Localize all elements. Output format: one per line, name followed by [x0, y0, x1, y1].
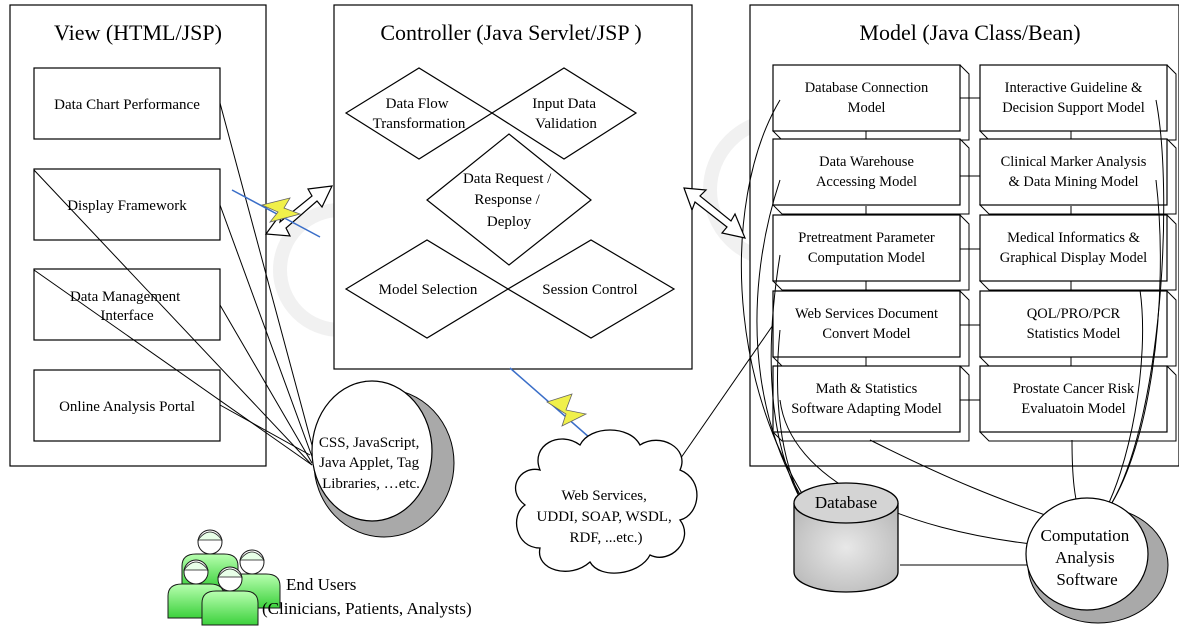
- web-services-label: Web Services, UDDI, SOAP, WSDL, RDF, ...…: [537, 488, 676, 546]
- computation-software-label: Computation Analysis Software: [1040, 526, 1133, 589]
- view-panel-title: View (HTML/JSP): [54, 20, 222, 45]
- model-panel-title: Model (Java Class/Bean): [859, 20, 1080, 45]
- controller-model-double-arrow: [683, 187, 746, 239]
- model-item[interactable]: Interactive Guideline &Decision Support …: [979, 64, 1177, 141]
- view-item-label: Display Framework: [67, 198, 187, 214]
- model-item-label: Clinical Marker Analysis& Data Mining Mo…: [1001, 154, 1147, 190]
- controller-item-label: Model Selection: [379, 282, 478, 298]
- connection-lines: [33, 99, 1165, 566]
- database-cylinder[interactable]: Database: [793, 482, 899, 593]
- model-item-label: Interactive Guideline &Decision Support …: [1002, 80, 1145, 116]
- lightning-view-controller: [231, 189, 321, 238]
- controller-item-label: Input Data Validation: [532, 96, 599, 132]
- controller-item-input-data-validation[interactable]: Input Data Validation: [490, 67, 638, 160]
- view-item-data-management-interface[interactable]: Data Management Interface: [33, 268, 221, 341]
- view-item-display-framework[interactable]: Display Framework: [33, 168, 221, 241]
- end-users-label: End Users (Clinicians, Patients, Analyst…: [262, 575, 472, 618]
- technologies-label: CSS, JavaScript, Java Applet, Tag Librar…: [319, 435, 423, 492]
- model-item[interactable]: Clinical Marker Analysis& Data Mining Mo…: [979, 138, 1177, 215]
- controller-item-label: Data Request / Response / Deploy: [463, 171, 555, 230]
- view-item-label: Data Chart Performance: [54, 97, 200, 113]
- controller-item-data-request-response-deploy[interactable]: Data Request / Response / Deploy: [426, 133, 592, 266]
- controller-panel-title: Controller (Java Servlet/JSP ): [380, 20, 641, 45]
- technologies-cylinder: CSS, JavaScript, Java Applet, Tag Librar…: [311, 380, 455, 538]
- view-item-label: Data Management Interface: [70, 289, 184, 324]
- model-connectors: [865, 97, 1072, 401]
- view-item-label: Online Analysis Portal: [59, 399, 195, 415]
- people-group-icon: [167, 529, 281, 626]
- model-item[interactable]: Medical Informatics &Graphical Display M…: [979, 214, 1177, 291]
- controller-item-label: Data Flow Transformation: [373, 96, 466, 132]
- model-item-label: Medical Informatics &Graphical Display M…: [1000, 230, 1147, 266]
- controller-item-session-control[interactable]: Session Control: [506, 239, 676, 339]
- database-label: Database: [815, 493, 877, 512]
- view-item-data-chart-performance[interactable]: Data Chart Performance: [33, 67, 221, 140]
- web-services-cloud: Web Services, UDDI, SOAP, WSDL, RDF, ...…: [514, 429, 698, 574]
- view-item-online-analysis-portal[interactable]: Online Analysis Portal: [33, 369, 221, 442]
- computation-software-cylinder[interactable]: Computation Analysis Software: [1025, 497, 1169, 624]
- controller-item-label: Session Control: [542, 282, 637, 298]
- controller-item-data-flow-transformation[interactable]: Data Flow Transformation: [344, 67, 494, 160]
